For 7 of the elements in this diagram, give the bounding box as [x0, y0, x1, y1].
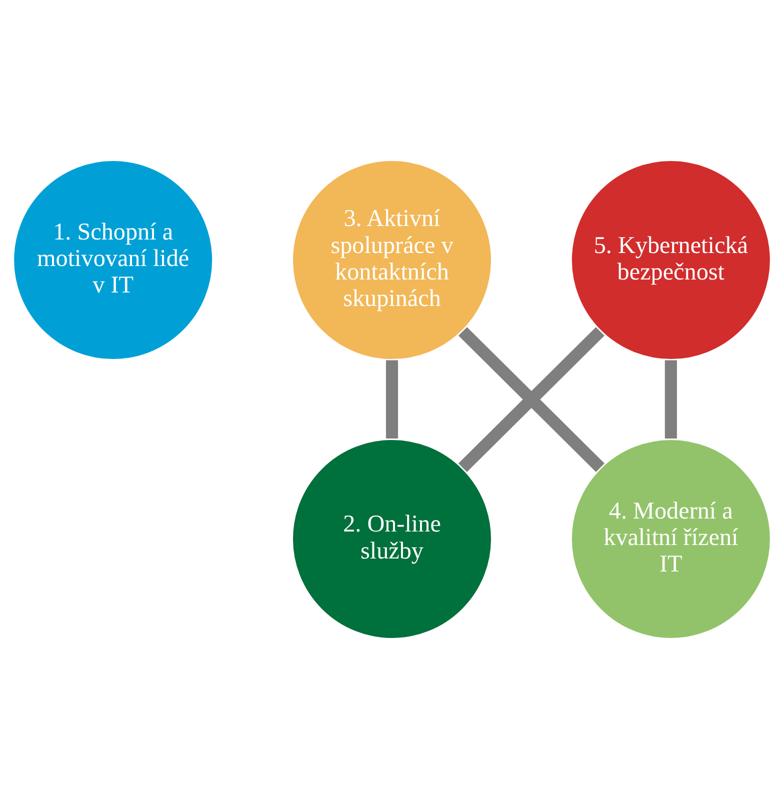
node-circle: 2. On-line služby: [290, 437, 494, 640]
connector: [386, 360, 398, 438]
node-circle: 3. Aktivní spolupráce v kontaktních skupinách: [290, 158, 494, 361]
node-circle: 5. Kybernetická bezpečnost: [569, 158, 772, 361]
connector: [664, 360, 677, 438]
node-circle: 4. Moderní a kvalitní řízení IT: [569, 437, 772, 640]
node-circle: 1. Schopní a motivovaní lidé v IT: [12, 158, 215, 361]
